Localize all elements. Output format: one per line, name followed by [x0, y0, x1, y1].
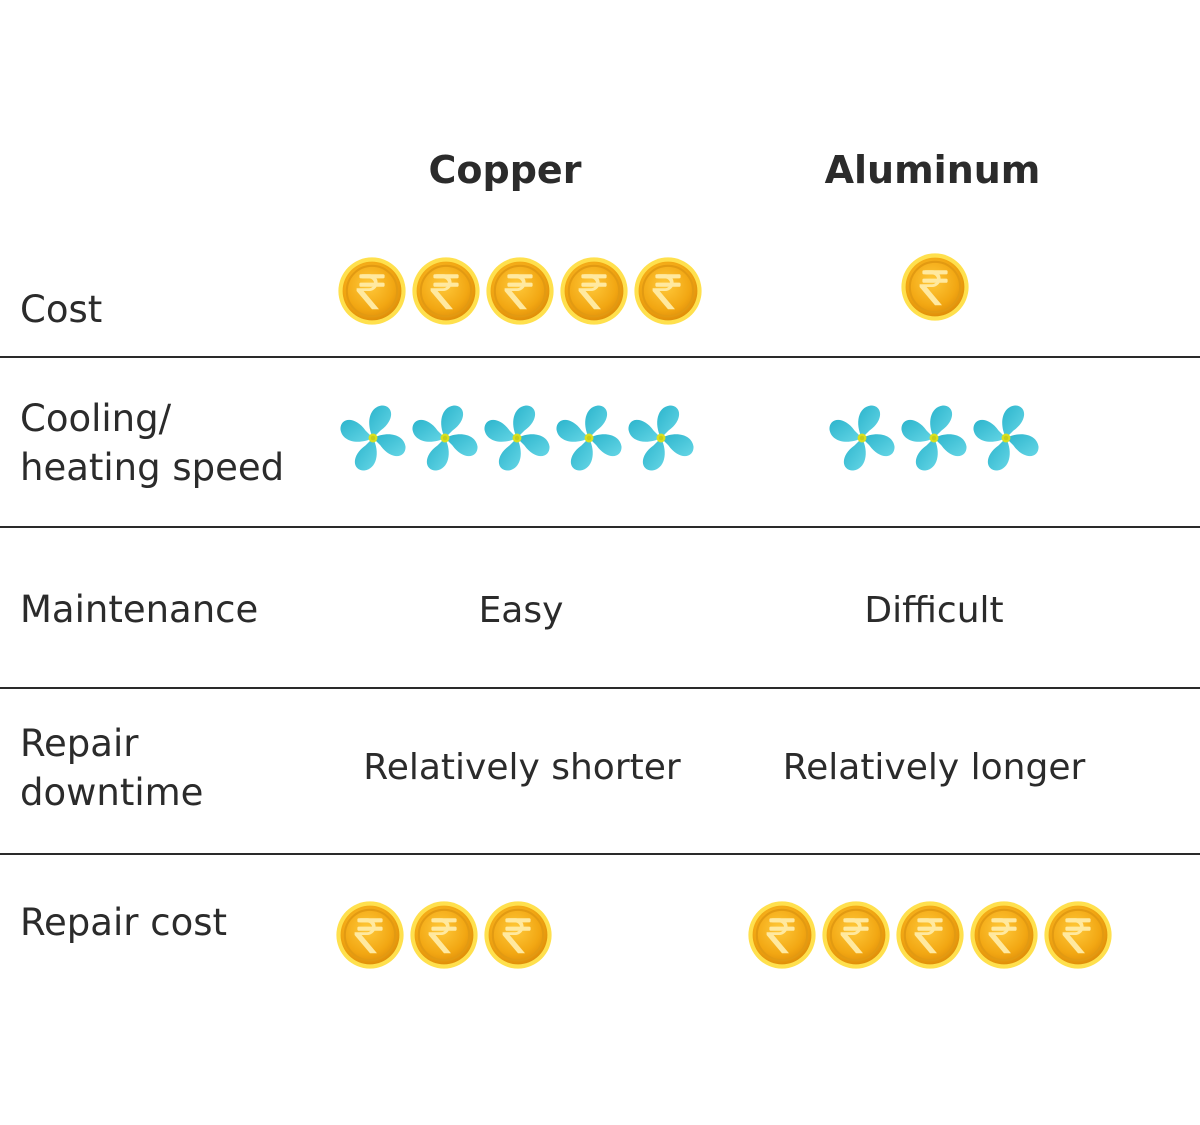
aluminum-speed-fans: [826, 401, 1042, 475]
fan-icon: [969, 401, 1043, 475]
row-label-cost: Cost: [20, 288, 103, 331]
aluminum-repair-cost-coins: [745, 900, 1115, 970]
rupee-coin-icon: [900, 252, 970, 322]
row-divider: [0, 853, 1200, 855]
row-label-downtime: Repair downtime: [20, 719, 203, 817]
rupee-coin-icon: [747, 900, 817, 970]
row-divider: [0, 526, 1200, 528]
row-label-speed: Cooling/ heating speed: [20, 394, 284, 492]
rupee-coin-icon: [485, 256, 555, 326]
rupee-coin-icon: [409, 900, 479, 970]
row-divider: [0, 356, 1200, 358]
aluminum-downtime-value: Relatively longer: [782, 747, 1086, 788]
rupee-coin-icon: [483, 900, 553, 970]
copper-repair-cost-coins: [333, 900, 555, 970]
rupee-coin-icon: [1043, 900, 1113, 970]
rupee-coin-icon: [633, 256, 703, 326]
row-label-speed-line1: Cooling/: [20, 397, 172, 440]
copper-speed-fans: [337, 401, 697, 475]
row-divider: [0, 687, 1200, 689]
fan-icon: [552, 401, 626, 475]
aluminum-maintenance-value: Difficult: [864, 590, 1004, 631]
rupee-coin-icon: [559, 256, 629, 326]
copper-downtime-value: Relatively shorter: [363, 747, 681, 788]
column-header-aluminum: Aluminum: [824, 148, 1041, 192]
row-label-downtime-line2: downtime: [20, 771, 204, 814]
column-header-copper: Copper: [428, 148, 582, 192]
rupee-coin-icon: [821, 900, 891, 970]
row-label-repair-cost: Repair cost: [20, 901, 227, 944]
rupee-coin-icon: [969, 900, 1039, 970]
aluminum-cost-coins: [898, 252, 972, 322]
row-label-downtime-line1: Repair: [20, 722, 139, 765]
copper-maintenance-value: Easy: [478, 590, 564, 631]
row-label-speed-line2: heating speed: [20, 446, 285, 489]
row-label-maintenance: Maintenance: [20, 588, 259, 631]
rupee-coin-icon: [895, 900, 965, 970]
fan-icon: [336, 401, 410, 475]
fan-icon: [408, 401, 482, 475]
rupee-coin-icon: [335, 900, 405, 970]
rupee-coin-icon: [337, 256, 407, 326]
fan-icon: [825, 401, 899, 475]
fan-icon: [897, 401, 971, 475]
rupee-coin-icon: [411, 256, 481, 326]
fan-icon: [624, 401, 698, 475]
copper-cost-coins: [335, 256, 705, 326]
fan-icon: [480, 401, 554, 475]
